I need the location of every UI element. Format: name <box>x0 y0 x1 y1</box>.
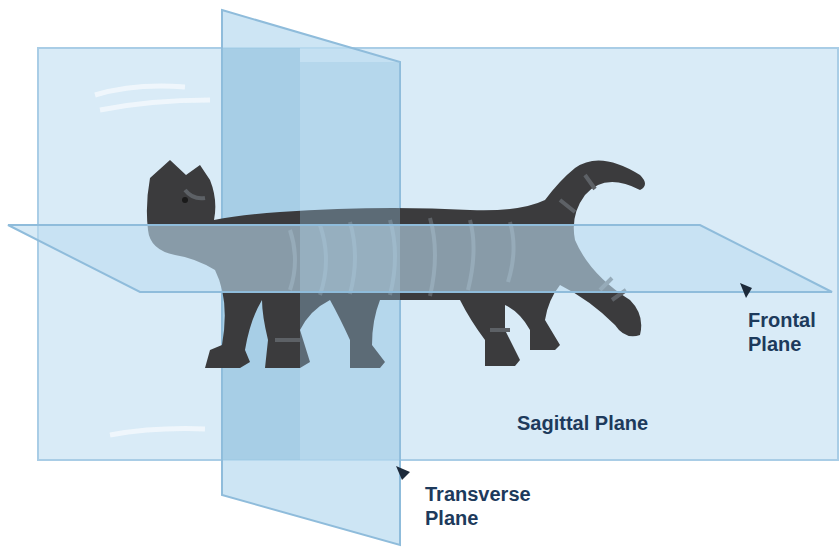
pointer-mark <box>396 466 410 480</box>
plane-label: Frontal Plane <box>748 308 834 356</box>
frontal-plane <box>8 225 832 292</box>
plane-label: Sagittal Plane <box>517 411 717 435</box>
plane-label: Transverse Plane <box>425 482 535 530</box>
pointer-mark <box>740 283 752 298</box>
